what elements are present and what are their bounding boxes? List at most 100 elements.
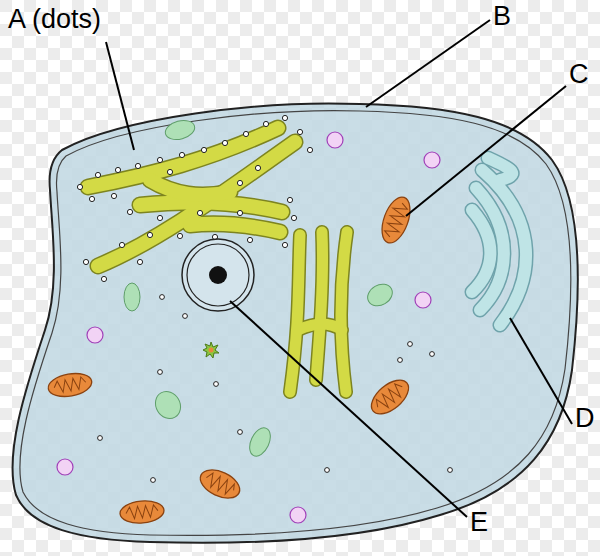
- er-tube: [140, 202, 282, 212]
- golgi-cisterna: [488, 158, 512, 180]
- ribosome: [157, 215, 162, 220]
- ribosome: [222, 140, 227, 145]
- ribosome: [237, 210, 242, 215]
- mitochondrion-body: [365, 374, 414, 421]
- ribosome: [297, 129, 302, 134]
- ribosome: [160, 295, 165, 300]
- ribosome: [197, 210, 202, 215]
- ribosome: [151, 478, 156, 483]
- lysosome: [290, 507, 306, 523]
- ribosome: [135, 163, 140, 168]
- er-tube: [150, 180, 230, 195]
- cristae: [53, 376, 87, 393]
- ribosome: [101, 276, 106, 281]
- er-tube: [150, 180, 230, 195]
- cristae: [373, 381, 407, 412]
- centrosome: [203, 342, 219, 358]
- nucleolus: [209, 266, 227, 284]
- ribosome: [325, 468, 330, 473]
- er-tube: [316, 232, 323, 380]
- mitochondrion: [119, 499, 165, 525]
- ribosome: [127, 209, 132, 214]
- ribosome: [95, 172, 100, 177]
- mitochondrion: [365, 374, 414, 421]
- er-tube: [140, 202, 282, 212]
- ribosome: [137, 259, 142, 264]
- lysosome: [57, 459, 73, 475]
- leader-line: [406, 86, 566, 216]
- vesicle: [124, 283, 140, 311]
- callout-letter: C: [569, 60, 589, 90]
- mitochondrion: [46, 370, 93, 399]
- ribosome: [255, 165, 260, 170]
- leader-line: [230, 301, 467, 517]
- ribosome: [263, 121, 268, 126]
- lysosome: [415, 292, 431, 308]
- ribosome: [214, 382, 219, 387]
- er-tube: [341, 232, 347, 392]
- er-tube: [316, 232, 323, 380]
- rough-er-fill: [88, 128, 295, 266]
- rough-er-outline: [88, 128, 295, 266]
- golgi-fill: [472, 158, 526, 325]
- ribosome: [111, 193, 116, 198]
- nuclear-envelope: [182, 239, 254, 311]
- er-tube: [341, 232, 347, 392]
- leader-line: [106, 42, 134, 150]
- centrosome-star: [203, 342, 219, 358]
- callout-letter: E: [470, 508, 488, 538]
- smooth-er-fill: [290, 232, 347, 392]
- leader-line: [510, 318, 572, 424]
- ribosome: [237, 180, 242, 185]
- ribosome: [201, 147, 206, 152]
- ribosome: [238, 430, 243, 435]
- ribosome: [157, 157, 162, 162]
- er-tube: [290, 235, 300, 392]
- ribosome: [287, 197, 292, 202]
- ribosome: [243, 131, 248, 136]
- ribosome: [282, 242, 287, 247]
- ribosome: [177, 233, 182, 238]
- smooth-er-outline: [290, 232, 347, 392]
- ribosome: [115, 167, 120, 172]
- ribosome: [119, 242, 124, 247]
- rough-er: [88, 128, 295, 266]
- lysosomes: [57, 132, 440, 523]
- er-tube: [298, 324, 342, 330]
- golgi-cisterna: [472, 210, 490, 292]
- vesicle: [364, 280, 397, 310]
- mitochondrion: [196, 464, 244, 504]
- lysosome: [327, 132, 343, 148]
- vesicle: [151, 387, 186, 423]
- lysosome: [424, 152, 440, 168]
- centrosome-core: [209, 348, 214, 353]
- ribosome: [398, 358, 403, 363]
- er-tube: [298, 324, 342, 330]
- cell-membrane-inner: [20, 111, 571, 536]
- ribosome: [89, 196, 94, 201]
- ribosome: [430, 352, 435, 357]
- nuclear-envelope-inner: [187, 244, 249, 306]
- callout-letter: A (dots): [8, 5, 101, 35]
- ribosome: [448, 468, 453, 473]
- golgi-outline: [472, 158, 526, 325]
- ribosome: [282, 115, 287, 120]
- er-tube: [190, 224, 280, 232]
- ribosome: [408, 342, 413, 347]
- mitochondrion: [377, 193, 416, 246]
- ribosome: [247, 237, 252, 242]
- lysosome: [87, 327, 103, 343]
- er-tube: [290, 235, 300, 392]
- mitochondrion-body: [377, 193, 416, 246]
- ribosome: [158, 370, 163, 375]
- golgi-cisterna: [472, 210, 490, 292]
- er-tube: [190, 224, 280, 232]
- ribosome: [77, 184, 82, 189]
- mitochondrion-body: [119, 499, 165, 525]
- ribosome: [98, 436, 103, 441]
- ribosome: [83, 259, 88, 264]
- ribosome: [147, 232, 152, 237]
- mitochondria: [46, 193, 415, 525]
